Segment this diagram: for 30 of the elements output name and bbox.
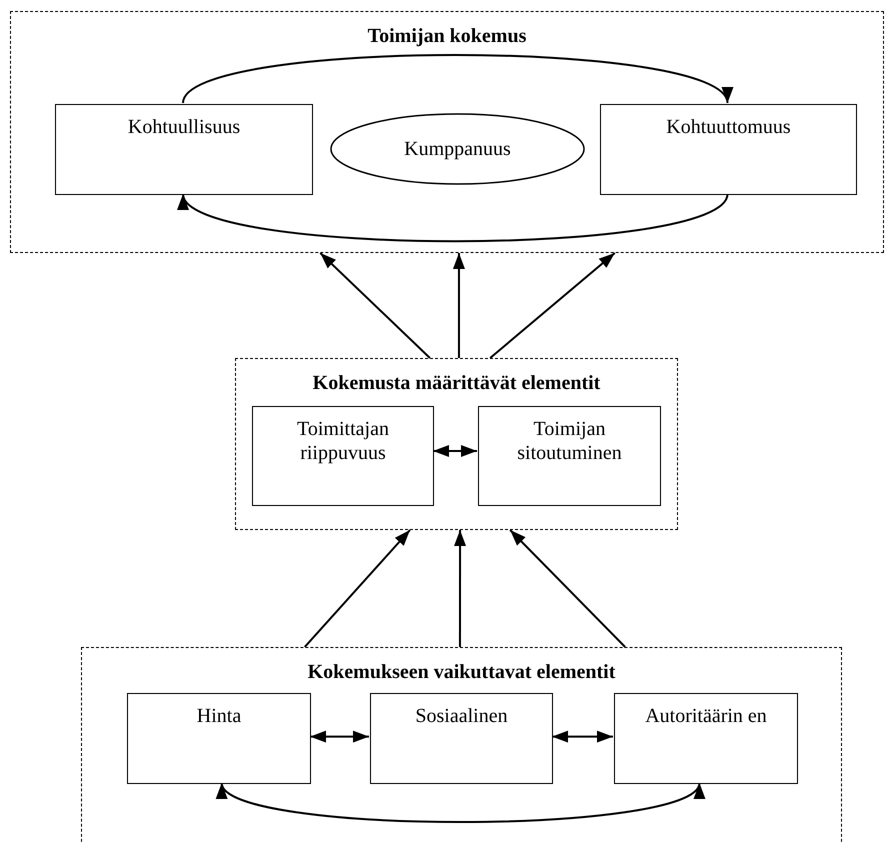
double-arrow — [552, 730, 613, 743]
process-box — [55, 104, 313, 195]
process-box — [600, 104, 857, 195]
process-box — [127, 693, 311, 784]
process-box — [478, 406, 661, 506]
box-label: Autoritäärin en — [645, 704, 767, 728]
process-box — [614, 693, 798, 784]
arrow — [454, 530, 466, 647]
arrow — [320, 252, 431, 359]
box-label: Sosiaalinen — [415, 704, 508, 728]
arrow — [509, 529, 626, 648]
double-arrow — [433, 445, 477, 457]
double-arrow — [310, 730, 369, 743]
box-label: Hinta — [196, 704, 242, 728]
box-label: Toimittajan riippuvuus — [296, 417, 390, 465]
box-label: Kohtuuttomuus — [666, 115, 791, 139]
process-box — [252, 406, 434, 506]
dashed-group-frame — [10, 11, 884, 253]
dashed-group-frame — [81, 647, 842, 843]
ellipse-label: Kumppanuus — [404, 137, 511, 161]
box-label: Kohtuullisuus — [128, 115, 240, 139]
arrow — [452, 253, 465, 358]
group-title: Kokemukseen vaikuttavat elementit — [306, 660, 616, 684]
dashed-group-frame — [235, 358, 678, 530]
arrow — [304, 529, 411, 648]
box-label: Toimijan sitoutuminen — [516, 417, 623, 465]
arrow — [490, 252, 616, 359]
group-title: Toimijan kokemus — [366, 24, 528, 48]
group-title: Kokemusta määrittävät elementit — [312, 371, 602, 395]
process-box — [370, 693, 553, 784]
